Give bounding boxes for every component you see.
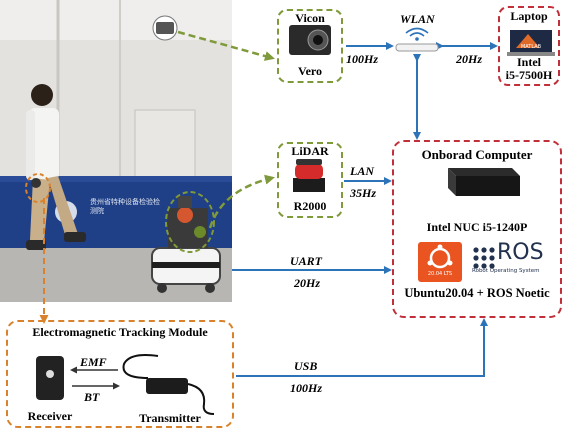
laptop-cpu-line1: Intel bbox=[517, 55, 541, 69]
photo-scene bbox=[0, 0, 232, 302]
usb-label: USB bbox=[294, 359, 318, 373]
lidar-highlight bbox=[165, 191, 215, 253]
vicon-camera-icon bbox=[289, 25, 331, 55]
router-icon bbox=[395, 27, 439, 52]
lan-label: LAN bbox=[350, 164, 374, 178]
vicon-label-top: Vicon bbox=[295, 11, 325, 25]
vicon-box bbox=[277, 9, 343, 83]
emt-title: Electromagnetic Tracking Module bbox=[32, 325, 208, 339]
laptop-icon bbox=[507, 30, 555, 56]
usb-rate-label: 100Hz bbox=[290, 381, 323, 395]
lidar-box bbox=[277, 142, 343, 218]
lidar-link-dashed bbox=[208, 174, 275, 229]
vicon-label-bottom: Vero bbox=[298, 64, 322, 78]
matlab-logo-text: MATLAB bbox=[520, 44, 542, 50]
robot-photo: 贵州省特种设备检验检测院 bbox=[0, 0, 232, 302]
wrist-highlight bbox=[25, 173, 51, 203]
wlan-label: WLAN bbox=[400, 12, 435, 26]
banner-text: 贵州省特种设备检验检测院 bbox=[90, 198, 160, 215]
transmitter-icon bbox=[122, 354, 215, 415]
ubuntu-badge: 20.04 LTS bbox=[427, 271, 453, 277]
emt-box bbox=[6, 320, 234, 428]
emf-label: EMF bbox=[80, 355, 107, 369]
onboard-box bbox=[392, 140, 562, 318]
onboard-title: Onborad Computer bbox=[421, 147, 533, 162]
lan-rate-label: 35Hz bbox=[350, 186, 377, 200]
laptop-title: Laptop bbox=[510, 9, 548, 23]
uart-rate-label: 20Hz bbox=[294, 276, 321, 290]
usb-link bbox=[236, 318, 488, 377]
ubuntu-logo-icon bbox=[418, 242, 462, 282]
transmitter-label: Transmitter bbox=[139, 411, 201, 425]
lidar-icon bbox=[293, 159, 325, 192]
vicon-link-dashed bbox=[177, 30, 275, 61]
onboard-cpu: Intel NUC i5-1240P bbox=[426, 220, 528, 234]
uart-label: UART bbox=[290, 254, 323, 268]
ros-text: ROS bbox=[497, 240, 544, 265]
bt-label: BT bbox=[84, 390, 100, 404]
laptop-cpu-line2: i5-7500H bbox=[505, 68, 553, 82]
receiver-label: Receiver bbox=[27, 409, 73, 423]
receiver-icon bbox=[36, 356, 64, 400]
nuc-icon bbox=[448, 168, 520, 196]
lidar-label-top: LiDAR bbox=[291, 144, 329, 158]
wlan-rate-label: 20Hz bbox=[456, 52, 483, 66]
onboard-os: Ubuntu20.04 + ROS Noetic bbox=[404, 286, 550, 300]
ros-dots-icon bbox=[473, 247, 495, 269]
laptop-box bbox=[498, 6, 560, 86]
vicon-rate-label: 100Hz bbox=[346, 52, 379, 66]
lidar-label-bottom: R2000 bbox=[293, 199, 327, 213]
ros-subtitle: Robot Operating System bbox=[472, 268, 540, 274]
